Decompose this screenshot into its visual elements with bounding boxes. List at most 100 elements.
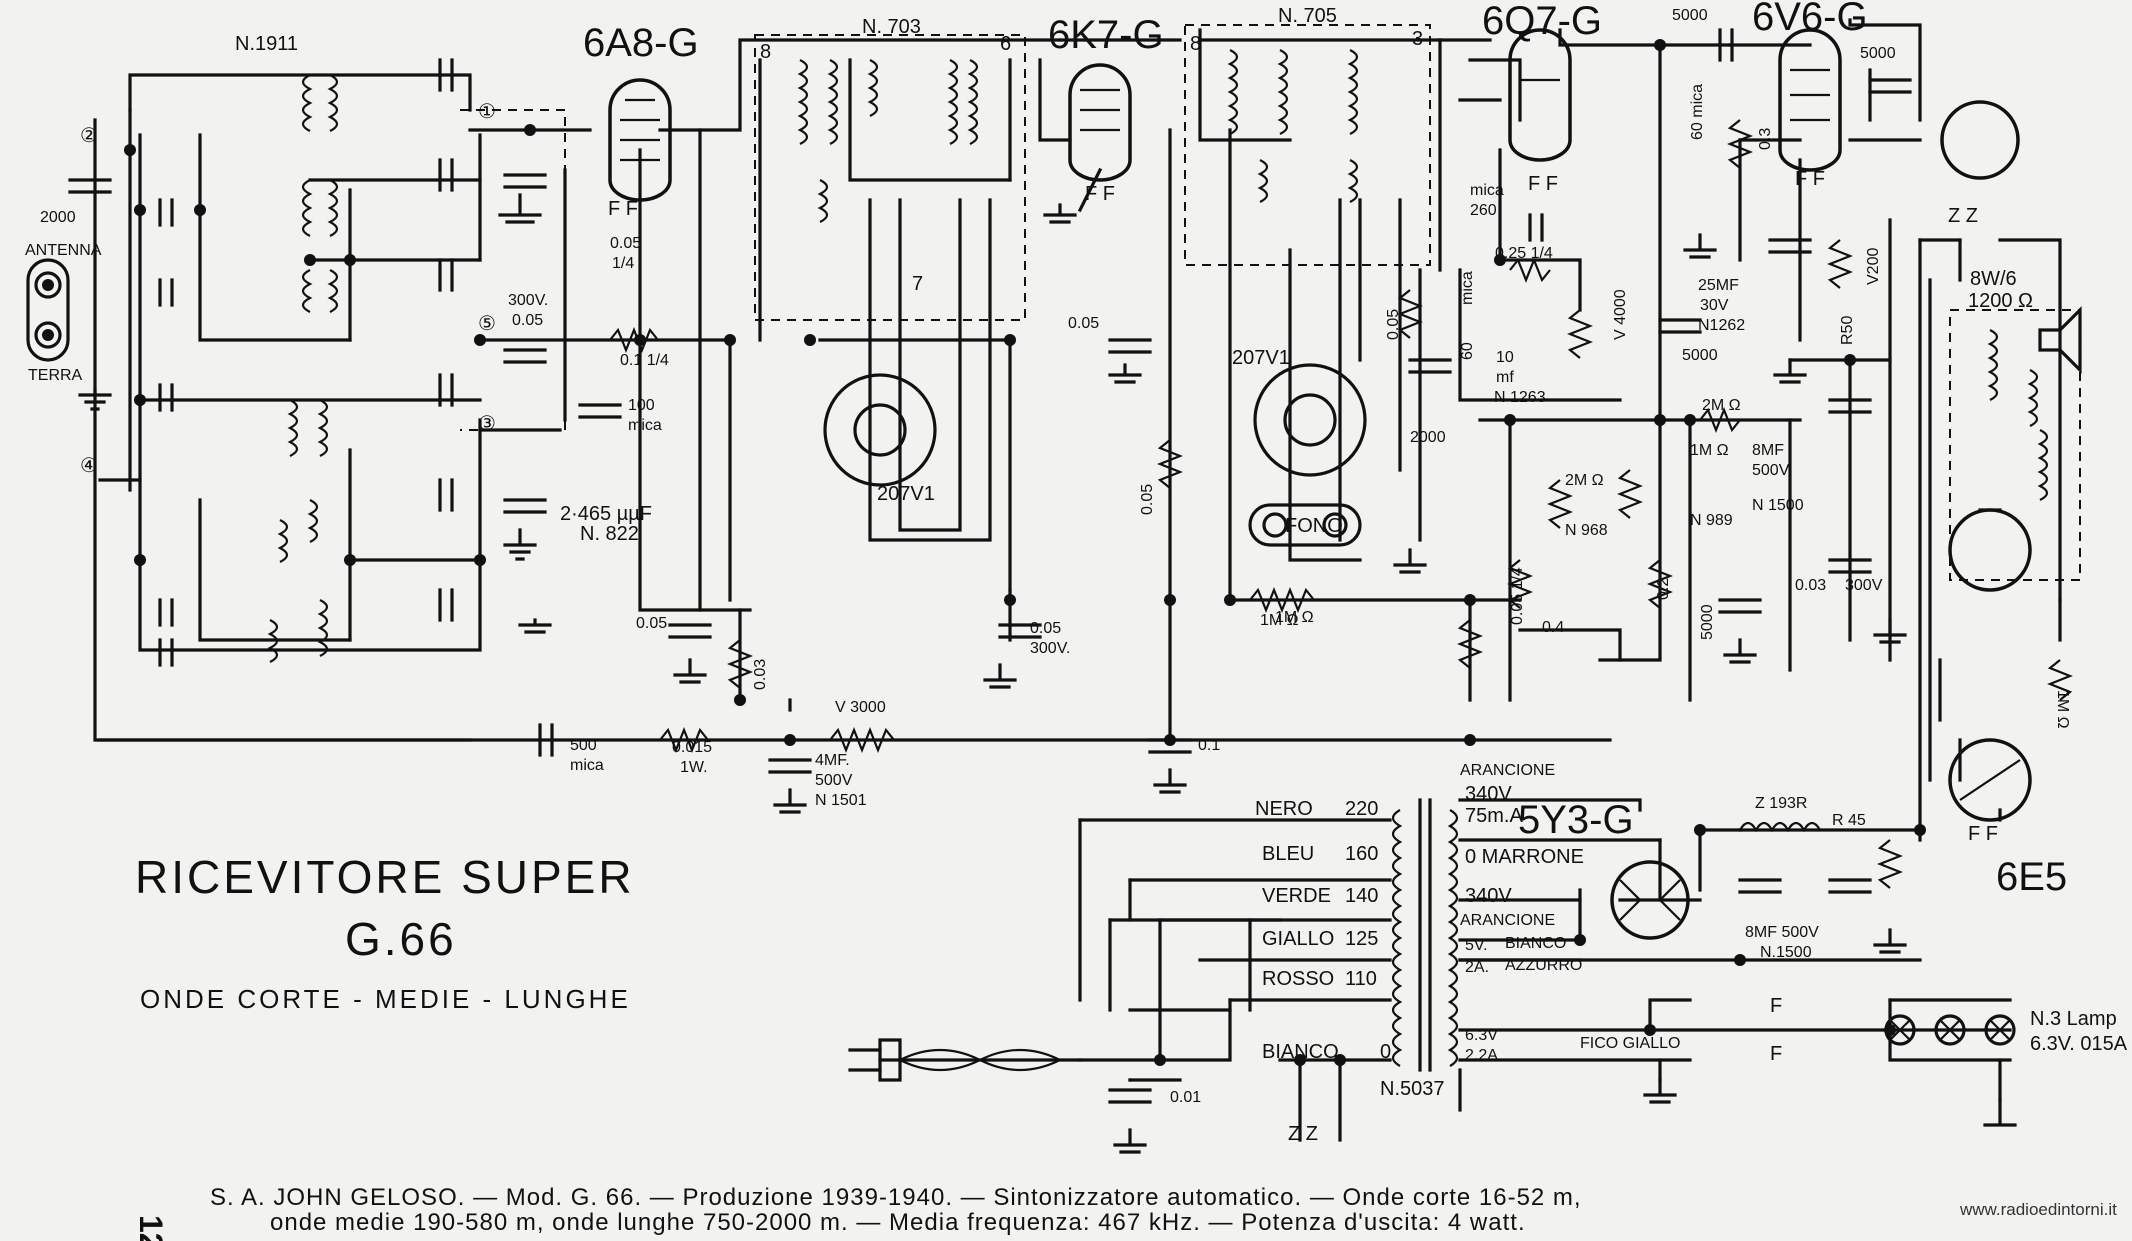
c-005-e: 0.05 (1030, 620, 1061, 637)
tap-bianco: BIANCO (1262, 1041, 1339, 1063)
power-transformer (1391, 798, 1459, 1072)
pin-7: 7 (912, 273, 923, 295)
title-line-2: G.66 (345, 913, 457, 965)
terminal-4: ④ (80, 455, 98, 477)
tap-160: 160 (1345, 843, 1378, 865)
r-1mohm-a: 1M Ω (1260, 612, 1299, 629)
sec-63v: 6.3V (1465, 1027, 1498, 1044)
tap-giallo: GIALLO (1262, 928, 1334, 950)
pin-8a: 8 (760, 41, 771, 63)
c-001: 0.01 (1170, 1089, 1201, 1106)
c-005-b: 0.05 (512, 312, 543, 329)
tube-envelopes (608, 28, 2032, 940)
heater-6k7: F F (1085, 183, 1115, 205)
c-30v: 30V (1700, 297, 1729, 314)
c-n1501: N 1501 (815, 792, 867, 809)
coils-front-end (267, 49, 2049, 833)
transformer-taps: NERO 220 BLEU 160 VERDE 140 GIALLO 125 R… (1255, 762, 1680, 1064)
c-500-mica: mica (570, 757, 604, 774)
watermark: www.radioedintorni.it (1959, 1200, 2117, 1219)
sec-5v: 5V. (1465, 937, 1488, 954)
c-60: 60 (1459, 342, 1476, 360)
gang-cap-n822: N. 822 (580, 523, 639, 545)
c-n1500-a: N 1500 (1752, 497, 1804, 514)
c-100-mica: mica (628, 417, 662, 434)
sec-arancione-1: ARANCIONE (1460, 762, 1555, 779)
c-260: 260 (1470, 202, 1497, 219)
tube-label-6a8g: 6A8-G (583, 21, 699, 65)
c-003: 0.03 (1795, 577, 1826, 594)
tap-125: 125 (1345, 928, 1378, 950)
page-number: 127 (133, 1215, 169, 1241)
heater-out-f1: F (1770, 995, 1782, 1017)
sec-arancione-2: ARANCIONE (1460, 912, 1555, 929)
terminal-2: ② (80, 125, 98, 147)
pin-8b: 8 (1190, 33, 1201, 55)
r-005-h: 0.05 (1385, 309, 1402, 340)
c-005-c: 0.05 (636, 615, 667, 632)
speaker-symbol (1949, 306, 2082, 581)
pin-3b: 3 (1412, 28, 1423, 50)
sec-75ma: 75m.A (1465, 805, 1523, 827)
if-transformer-n703: N. 703 (862, 16, 921, 38)
mains-plug (848, 1038, 1061, 1082)
c-300v-c: 300V (1845, 577, 1883, 594)
r-n968: N 968 (1565, 522, 1608, 539)
c-100: 100 (628, 397, 655, 414)
sec-azzurro: AZZURRO (1505, 957, 1582, 974)
sec-22a: 2.2A (1465, 1047, 1498, 1064)
c-2000-ant: 2000 (40, 209, 76, 226)
tap-110: 110 (1345, 968, 1377, 990)
tube-label-6k7g: 6K7-G (1048, 13, 1164, 57)
c-mica-4: mica (1470, 182, 1504, 199)
r-025: 0.25 1/4 (1495, 245, 1553, 262)
c-n1262: N1262 (1698, 317, 1745, 334)
capacitors (68, 28, 1912, 1104)
c-8mf-500v: 8MF 500V (1745, 924, 1819, 941)
gang-cap-value: 2·465 µµF (560, 503, 652, 525)
pin-6a: 6 (1000, 33, 1011, 55)
transformer-n5037: N.5037 (1380, 1078, 1445, 1100)
terminal-5: ⑤ (478, 313, 496, 335)
heater-6v6: F F (1795, 168, 1825, 190)
c-10: 10 (1496, 349, 1514, 366)
r-03: 0.3 (1757, 128, 1774, 150)
speaker-impedance: 1200 Ω (1968, 290, 2033, 312)
heater-6a8: F F (608, 198, 638, 220)
r-005-vert: 0.05 (1139, 484, 1156, 515)
phono-jack-label: FONO (1285, 515, 1343, 537)
sec-2a: 2A. (1465, 959, 1489, 976)
tube-label-6q7g: 6Q7-G (1482, 0, 1602, 43)
r-0015: 0.015 (672, 739, 712, 756)
c-5000-c: 5000 (1682, 347, 1718, 364)
sec-bianco: BIANCO (1505, 935, 1566, 952)
heater-out-f2: F (1770, 1043, 1782, 1065)
c-2000-b: 2000 (1410, 429, 1446, 446)
c-mica-3: mica (1459, 271, 1476, 305)
shield-boxes (460, 24, 1431, 431)
c-500: 500 (570, 737, 597, 754)
r-v3000: V 3000 (835, 699, 886, 716)
c-60-mica: 60 mica (1689, 84, 1706, 140)
r-2mohm-a: 2M Ω (1702, 397, 1741, 414)
speaker-label: 8W/6 (1970, 268, 2017, 290)
tap-bleu: BLEU (1262, 843, 1314, 865)
pilot-lamps-label: N.3 Lamp (2030, 1008, 2117, 1030)
grounds (78, 193, 2017, 1154)
c-n1263: N 1263 (1494, 389, 1546, 406)
r-v200: V200 (1865, 248, 1882, 285)
r-003: 0.03 (752, 659, 769, 690)
switch-label-207v1-b: 207V1 (1232, 347, 1290, 369)
c-mf: mf (1496, 369, 1514, 386)
c-5000-d: 5000 (1699, 604, 1716, 640)
sec-marrone: 0 MARRONE (1465, 846, 1584, 868)
ground-label: TERRA (28, 367, 83, 384)
caption-line-1: S. A. JOHN GELOSO. — Mod. G. 66. — Produ… (210, 1184, 1582, 1211)
r-n989: N 989 (1690, 512, 1733, 529)
choke-z193r: Z 193R (1755, 795, 1807, 812)
resistors (609, 119, 2073, 889)
speaker-out-terminals: Z Z (1288, 1123, 1318, 1145)
antenna-jacks (26, 258, 70, 362)
wavechange-switches (823, 363, 1367, 547)
pilot-lamps-rating: 6.3V. 015A (2030, 1033, 2128, 1055)
